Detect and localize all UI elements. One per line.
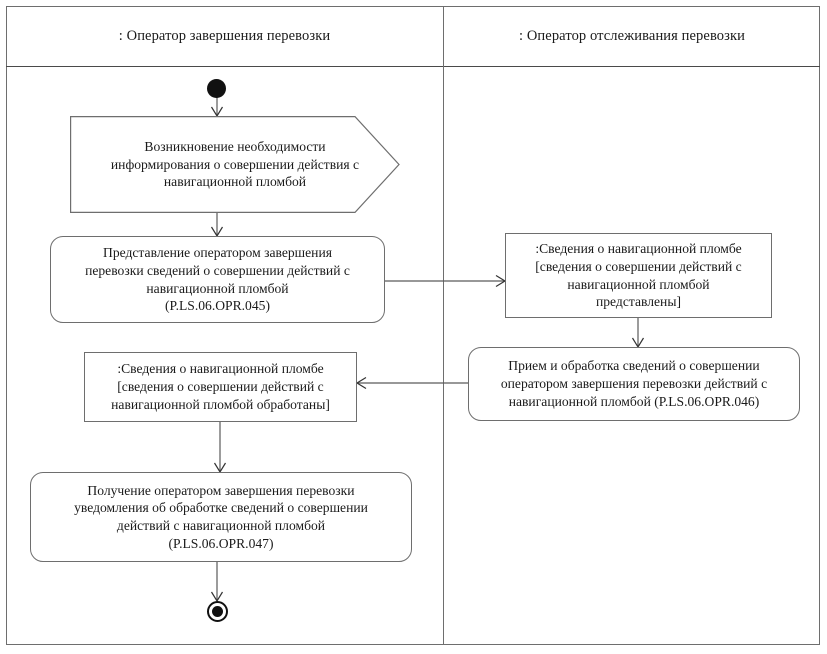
activity-node-2-label: Прием и обработка сведений о совершении … <box>500 358 768 409</box>
activity-node-2[interactable]: Прием и обработка сведений о совершении … <box>468 347 800 421</box>
lane-header-separator <box>6 66 820 67</box>
object-node-2-label: :Сведения о навигационной пломбе [сведен… <box>111 361 330 412</box>
object-node-1[interactable]: :Сведения о навигационной пломбе [сведен… <box>505 233 772 318</box>
activity-node-1-label: Представление оператором завершения пере… <box>85 245 350 314</box>
swimlane-header-left: : Оператор завершения перевозки <box>6 6 443 66</box>
object-node-2[interactable]: :Сведения о навигационной пломбе [сведен… <box>84 352 357 422</box>
activity-node-3-label: Получение оператором завершения перевозк… <box>74 482 368 551</box>
activity-node-3[interactable]: Получение оператором завершения перевозк… <box>30 472 412 562</box>
initial-node[interactable] <box>207 79 226 98</box>
signal-receipt-node[interactable]: Возникновение необходимости информирован… <box>70 116 400 213</box>
swimlane-divider <box>443 6 444 645</box>
object-node-1-label: :Сведения о навигационной пломбе [сведен… <box>535 241 742 310</box>
signal-shape <box>70 116 400 213</box>
swimlane-header-right: : Оператор отслеживания перевозки <box>444 6 820 66</box>
signal-receipt-label: Возникновение необходимости информирован… <box>110 138 360 190</box>
swimlane-label-right: : Оператор отслеживания перевозки <box>519 27 745 44</box>
final-node[interactable] <box>207 601 228 622</box>
swimlane-label-left: : Оператор завершения перевозки <box>118 27 331 44</box>
activity-node-1[interactable]: Представление оператором завершения пере… <box>50 236 385 323</box>
